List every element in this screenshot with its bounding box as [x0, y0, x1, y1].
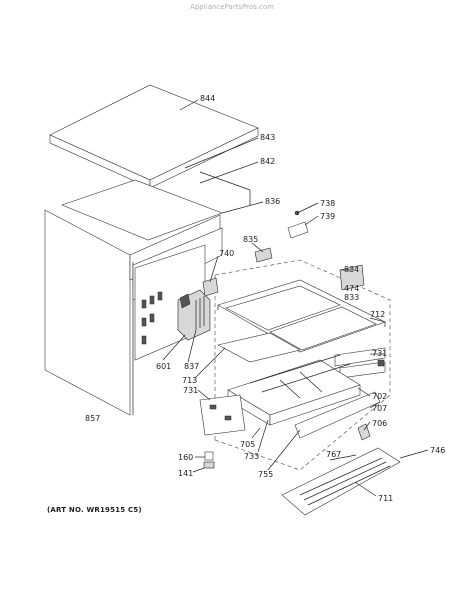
leader-lines — [162, 99, 429, 497]
callout-702: 702 — [372, 392, 387, 401]
callout-738: 738 — [320, 199, 335, 208]
callout-836: 836 — [265, 197, 280, 206]
part-711-kickplate — [281, 447, 401, 516]
part-844-top-cover — [49, 84, 259, 189]
part-small-brackets — [202, 210, 365, 297]
callout-731-upper: 731 — [372, 349, 387, 358]
watermark-text: AppliancePartsPros.com — [190, 3, 274, 11]
callout-844: 844 — [200, 94, 215, 103]
callout-731-lower: 731 — [183, 386, 198, 395]
callout-141: 141 — [178, 469, 193, 478]
callout-834: 834 — [344, 265, 359, 274]
callout-833: 833 — [344, 293, 359, 302]
part-cabinet-body — [44, 209, 223, 416]
callout-705: 705 — [240, 440, 255, 449]
part-713-plate — [217, 332, 301, 363]
part-731-rail — [334, 347, 386, 379]
callout-842: 842 — [260, 157, 275, 166]
part-601-837-compressor — [177, 289, 211, 341]
callout-711: 711 — [378, 494, 393, 503]
part-712-shelf — [217, 279, 386, 353]
callout-labels: 844 843 842 836 738 739 835 740 834 474 … — [85, 94, 445, 503]
callout-474: 474 — [344, 284, 359, 293]
part-706-bracket — [357, 423, 371, 441]
callout-857: 857 — [85, 414, 100, 423]
callout-837: 837 — [184, 362, 199, 371]
callout-601: 601 — [156, 362, 171, 371]
callout-843: 843 — [260, 133, 275, 142]
callout-740: 740 — [219, 249, 234, 258]
callout-160: 160 — [178, 453, 193, 462]
callout-707: 707 — [372, 404, 387, 413]
callout-755: 755 — [258, 470, 273, 479]
callout-746: 746 — [430, 446, 445, 455]
callout-739: 739 — [320, 212, 335, 221]
part-160-141-leg — [203, 451, 215, 469]
callout-767: 767 — [326, 450, 341, 459]
art-number-label: (ART NO. WR19515 C5) — [47, 506, 142, 514]
callout-733: 733 — [244, 452, 259, 461]
callout-835: 835 — [243, 235, 258, 244]
callout-713: 713 — [182, 376, 197, 385]
part-731-lower-rail — [199, 394, 246, 436]
callout-706: 706 — [372, 419, 387, 428]
callout-712: 712 — [370, 310, 385, 319]
